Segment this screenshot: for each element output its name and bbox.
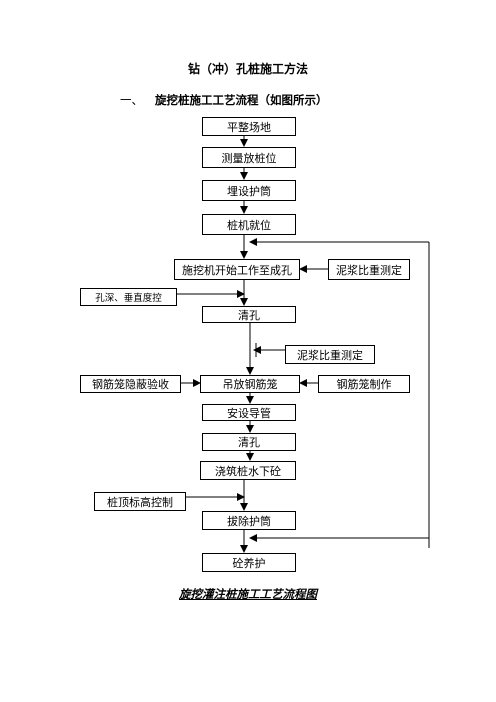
section-text: 旋挖桩施工工艺流程（如图所示） [155,93,328,107]
step-concrete-curing: 砼养护 [202,553,296,572]
step-remove-casing: 拔除护筒 [202,511,296,530]
step-bury-casing: 埋设护筒 [202,180,296,201]
section-number: 一、 [120,93,143,107]
side-depth-verticality-control: 孔深、垂直度控 [80,288,177,306]
step-lower-steel-cage: 吊放钢筋笼 [200,375,300,393]
doc-title: 钻（冲）孔桩施工方法 [187,62,308,76]
side-mud-gravity-test-1: 泥浆比重测定 [328,259,410,280]
step-drill-to-hole: 施挖机开始工作至成孔 [174,259,300,280]
step-clean-hole-2: 清孔 [202,433,296,451]
side-mud-gravity-test-2: 泥浆比重测定 [285,345,375,364]
side-pile-top-elevation: 桩顶标高控制 [94,492,186,511]
step-rig-in-place: 桩机就位 [202,214,296,235]
step-level-site: 平整场地 [202,117,296,136]
section-heading: 一、旋挖桩施工工艺流程（如图所示） [120,92,328,108]
step-pour-underwater-concrete: 浇筑桩水下砼 [200,461,296,480]
step-survey-pile-position: 测量放桩位 [202,147,296,168]
step-clean-hole-1: 清孔 [202,306,296,323]
figure-caption: 旋挖灌注桩施工工艺流程图 [179,587,317,601]
side-cage-fabrication: 钢筋笼制作 [318,375,410,393]
side-cage-acceptance: 钢筋笼隐蔽验收 [80,375,181,393]
step-install-tremie: 安设导管 [202,404,296,421]
